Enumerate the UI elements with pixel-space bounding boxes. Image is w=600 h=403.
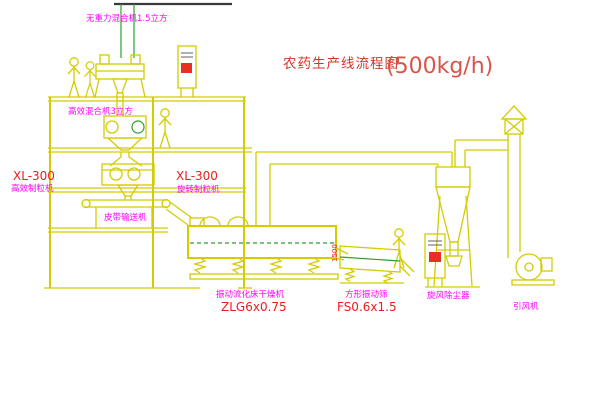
building-structure [44, 96, 252, 289]
person-figure [392, 228, 406, 269]
label-granulator-left-model: XL-300 [13, 169, 55, 183]
label-high-efficiency-mixer: 高效混合机3立方 [68, 106, 133, 117]
fluid-bed-dryer [187, 216, 349, 280]
label-granulator-right-model: XL-300 [176, 169, 218, 183]
label-dimension-mark: 1500 [331, 244, 339, 262]
granulator-machine [101, 163, 155, 200]
page-title: 农药生产线流程图 [283, 56, 399, 72]
exhaust-duct [255, 151, 453, 226]
hoist-beam [114, 2, 232, 58]
square-vibrating-sieve [339, 245, 415, 285]
cyclone-dust-collector [425, 139, 508, 288]
belt-conveyor [81, 198, 193, 228]
person-figure [83, 61, 97, 99]
label-sieve-model: FS0.6x1.5 [337, 300, 397, 314]
high-efficiency-mixer [103, 101, 147, 151]
label-dryer-model: ZLG6x0.75 [221, 300, 287, 314]
exhaust-stack [500, 105, 528, 258]
page-title-capacity: (500kg/h) [386, 54, 493, 79]
label-fan: 引风机 [513, 301, 539, 312]
induced-draft-fan [511, 253, 555, 286]
person-figure [67, 57, 81, 98]
label-cyclone: 旋风除尘器 [427, 290, 470, 301]
label-belt-conveyor: 皮带输送机 [104, 212, 147, 223]
label-granulator-left: 高效制粒机 [11, 183, 54, 194]
label-granulator-right: 旋转制粒机 [177, 184, 220, 195]
label-sieve: 方形振动筛 [345, 289, 388, 300]
y-discharge-pipe [109, 152, 143, 167]
label-dryer: 振动流化床干燥机 [216, 289, 285, 300]
person-figure [158, 108, 172, 149]
control-cabinet-1 [177, 45, 197, 97]
control-cabinet-2 [424, 233, 446, 287]
gravity-free-mixer [94, 54, 146, 102]
label-gravity-free-mixer: 无重力混合机1.5立方 [86, 13, 168, 24]
